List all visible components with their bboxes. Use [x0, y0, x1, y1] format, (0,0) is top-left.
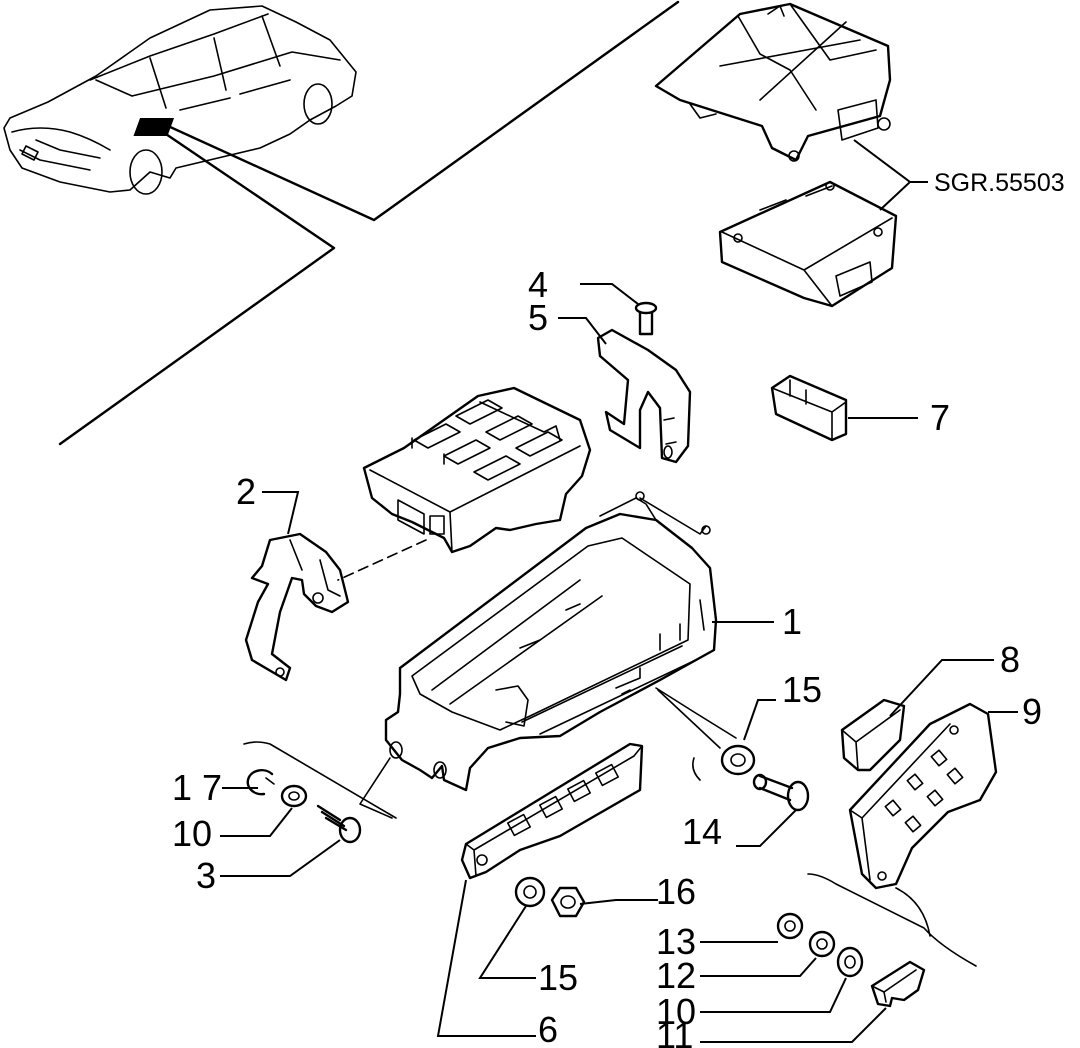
- callout-3: 3: [196, 855, 216, 896]
- callout-13: 13: [656, 921, 696, 962]
- part-3-bolt: [316, 804, 362, 844]
- part-15-washer-lower: [514, 876, 546, 908]
- callout-5: 5: [528, 297, 548, 338]
- callout-11: 11: [656, 1015, 693, 1048]
- part-12-washer: [808, 930, 836, 958]
- reference-label: SGR.55503: [934, 169, 1065, 197]
- callout-1: 1: [782, 601, 802, 642]
- part-4-bolt: [634, 301, 658, 336]
- part-8-clip: [840, 698, 906, 772]
- leader-lines: [220, 283, 1018, 1043]
- callout-7: 7: [930, 397, 950, 438]
- part-10-washer-right: [836, 946, 864, 978]
- part-7-clip: [770, 374, 848, 442]
- part-11-clip: [870, 960, 926, 1008]
- callout-16: 16: [656, 871, 696, 912]
- callout-2: 2: [236, 471, 256, 512]
- part-17-clip-ring: [246, 768, 275, 796]
- part-9-bracket: [848, 702, 998, 890]
- callout-8: 8: [1000, 639, 1020, 680]
- callout-labels: 4 5 7 2 1 8 9 15 14 1 7 10 3 15 16 13 12…: [172, 169, 1065, 1048]
- callout-17: 1 7: [172, 767, 222, 808]
- part-13-washer: [776, 912, 804, 940]
- callout-12: 12: [656, 955, 696, 996]
- part-10-washer-left: [280, 784, 308, 808]
- callout-6: 6: [538, 1009, 558, 1048]
- callout-15-lower: 15: [538, 957, 578, 998]
- part-15-washer-right: [720, 744, 756, 776]
- part-2-strap: [244, 532, 350, 682]
- callout-15-right: 15: [782, 669, 822, 710]
- locator-lines: [58, 0, 680, 446]
- assembly-lines: [243, 687, 977, 967]
- callout-4: 4: [528, 264, 548, 305]
- part-14-bolt: [752, 773, 810, 812]
- callout-9: 9: [1022, 691, 1042, 732]
- part-1-tray: [384, 491, 718, 792]
- control-unit-assembly: [654, 2, 898, 308]
- part-5-bracket: [596, 328, 692, 464]
- part-6-plate: [460, 742, 644, 880]
- part-16-nut: [550, 886, 586, 918]
- car-illustration: [3, 5, 357, 195]
- fuse-box: [362, 386, 592, 554]
- callout-10-left: 10: [172, 813, 212, 854]
- callout-14: 14: [682, 811, 722, 852]
- callout-10-right: 10: [656, 991, 696, 1032]
